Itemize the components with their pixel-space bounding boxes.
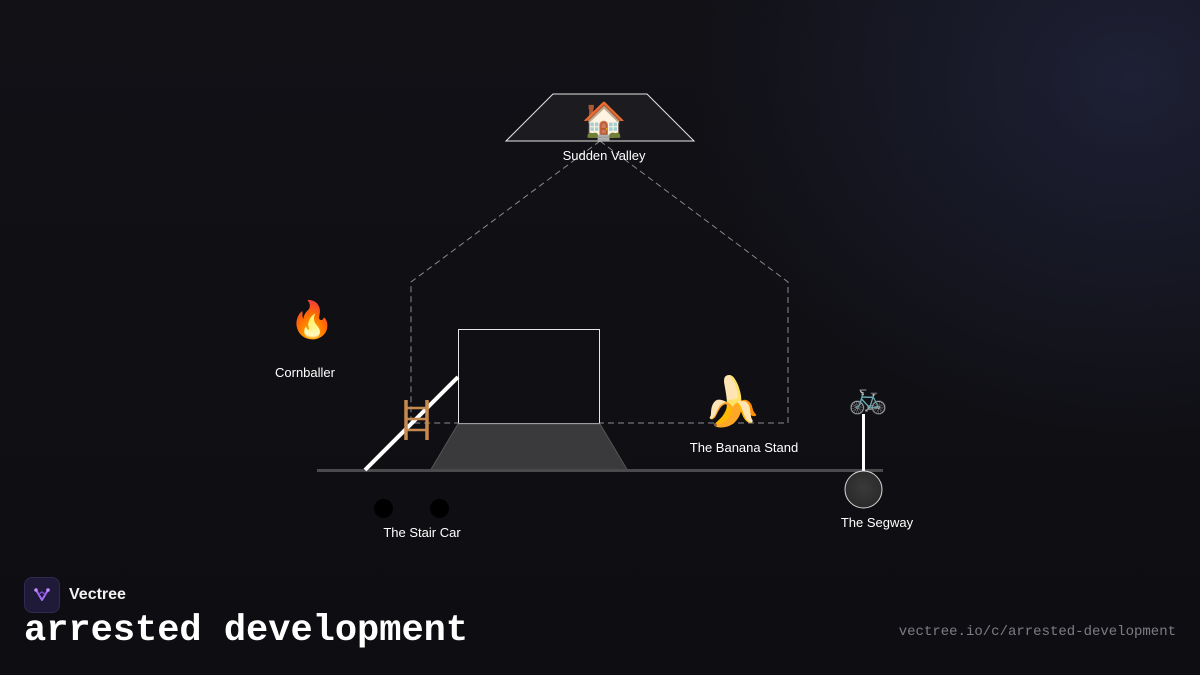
connector-left <box>410 140 601 424</box>
brand-name: Vectree <box>69 586 126 603</box>
sudden-valley-node[interactable]: 🏠 Sudden Valley <box>504 93 696 163</box>
banana-stand-node[interactable]: 🍌 The Banana Stand <box>690 374 798 455</box>
fire-icon: 🔥 <box>290 299 335 341</box>
brand[interactable]: Vectree <box>24 577 126 613</box>
segway-wheel <box>844 470 883 509</box>
stair-car-wheel-left <box>374 499 393 518</box>
stair-car-wheel-right <box>430 499 449 518</box>
roof-trapezoid <box>504 93 696 142</box>
stair-car-platform <box>429 423 629 472</box>
segway-node[interactable]: 🚲 The Segway <box>841 378 914 530</box>
bicycle-icon: 🚲 <box>848 378 888 416</box>
house-icon: 🏠 <box>582 101 627 142</box>
sudden-valley-label: Sudden Valley <box>563 148 646 163</box>
connector-right <box>599 140 789 424</box>
dashed-connectors <box>410 140 789 424</box>
page-title: arrested development <box>24 610 469 652</box>
cornballer-node[interactable]: 🔥 Cornballer <box>275 299 336 380</box>
segway-label: The Segway <box>841 515 914 530</box>
banana-icon: 🍌 <box>702 374 762 430</box>
page-url[interactable]: vectree.io/c/arrested-development <box>898 624 1176 640</box>
stair-car-label: The Stair Car <box>383 525 461 540</box>
ladder-icon <box>404 400 429 440</box>
stairs-ramp <box>363 375 460 472</box>
vectree-logo-icon <box>24 577 60 613</box>
banana-stand-label: The Banana Stand <box>690 440 798 455</box>
cornballer-label: Cornballer <box>275 365 336 380</box>
stair-car-node[interactable]: The Stair Car <box>317 329 883 541</box>
stair-car-cabin <box>458 329 600 424</box>
